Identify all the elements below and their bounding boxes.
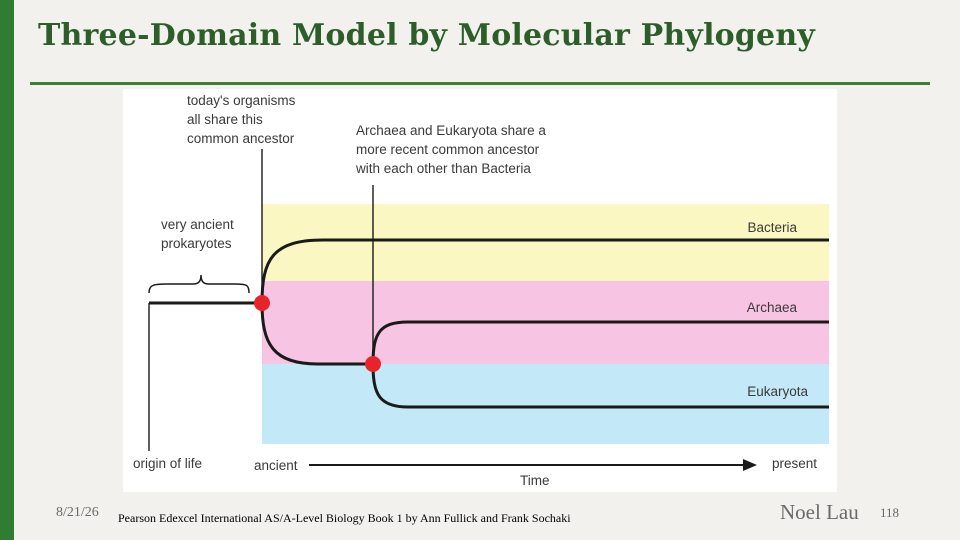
title-divider: [30, 82, 930, 85]
node-common-ancestor: [254, 295, 270, 311]
phylogeny-diagram: today's organisms all share this common …: [133, 93, 829, 488]
footer-date: 8/21/26: [56, 505, 99, 520]
time-axis-end-label: present: [772, 456, 817, 471]
left-accent-bar: [0, 0, 14, 540]
annotation-very-ancient-prokaryotes: very ancient prokaryotes: [161, 217, 238, 251]
annotation-common-ancestor: today's organisms all share this common …: [187, 93, 299, 146]
time-axis-start-label: ancient: [254, 458, 298, 473]
band-eukaryota: [262, 364, 829, 444]
branch-eukaryota: [371, 363, 829, 409]
label-eukaryota: Eukaryota: [747, 384, 808, 399]
branch-archaea-eukaryota: [260, 302, 373, 366]
slide-title: Three-Domain Model by Molecular Phylogen…: [38, 18, 815, 53]
time-axis-title: Time: [520, 473, 550, 488]
phylogeny-figure: today's organisms all share this common …: [123, 89, 837, 492]
brace-prokaryotes: [148, 274, 250, 294]
label-archaea: Archaea: [747, 300, 798, 315]
footer-author: Noel Lau: [780, 500, 859, 524]
node-archaea-eukaryota-ancestor: [365, 356, 381, 372]
annotation-archaea-eukaryota: Archaea and Eukaryota share a more recen…: [355, 123, 550, 176]
footer-citation: Pearson Edexcel International AS/A-Level…: [118, 511, 571, 525]
label-origin-of-life: origin of life: [133, 456, 202, 471]
footer-page-number: 118: [880, 505, 900, 520]
time-axis-arrowhead: [743, 459, 757, 471]
label-bacteria: Bacteria: [747, 220, 797, 235]
band-bacteria: [262, 204, 829, 281]
